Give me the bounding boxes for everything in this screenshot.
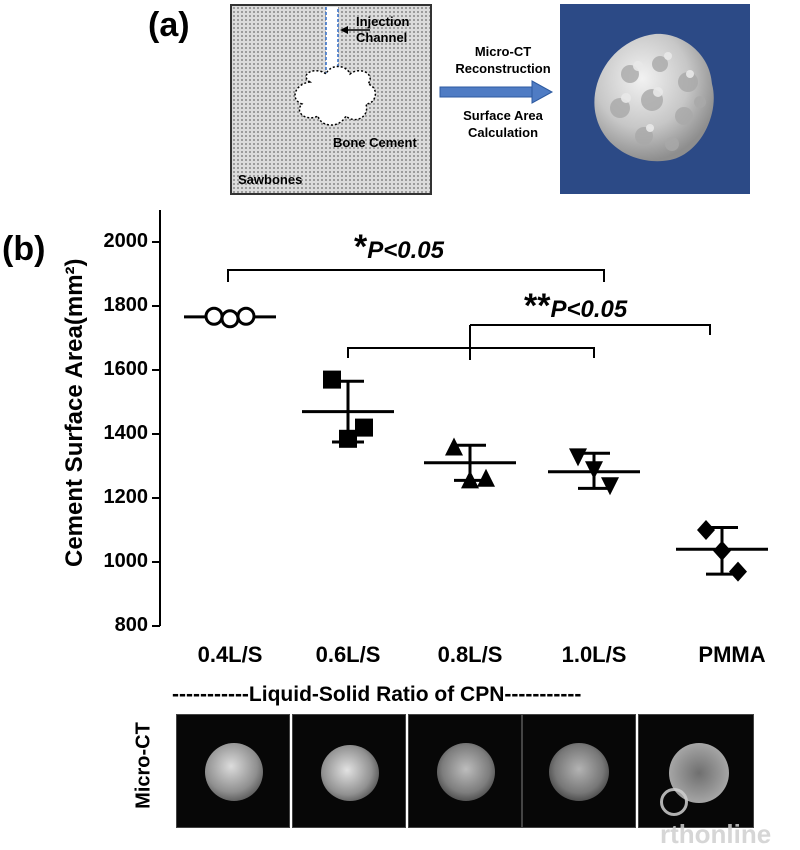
bone-cement-label: Bone Cement [333, 135, 417, 150]
injection-label-1: Injection [356, 14, 410, 29]
data-point [339, 429, 357, 448]
sig-1-p: P<0.05 [367, 237, 444, 264]
sig-annotation-2: **P<0.05 [524, 287, 627, 326]
data-point [236, 306, 256, 326]
panel-b-label: (b) [2, 230, 46, 268]
x-axis-title: -----------Liquid-Solid Ratio of CPN----… [172, 683, 582, 706]
micro-ct-slice-1 [176, 714, 290, 828]
sig-annotation-1: *P<0.05 [354, 228, 444, 267]
data-point [355, 418, 373, 437]
sig-2-p: P<0.05 [550, 296, 628, 323]
step-2-line-1: Surface Area [463, 108, 543, 123]
watermark-logo-icon [660, 788, 688, 816]
sig-bracket-1 [227, 269, 605, 282]
sig-bracket-2b [470, 324, 711, 335]
y-tick-label: 1600 [103, 358, 149, 380]
sawbones-label: Sawbones [238, 172, 303, 187]
x-category-label: 0.6L/S [315, 642, 381, 667]
watermark: rthonline [660, 788, 800, 850]
data-point [477, 468, 495, 487]
x-category-label: 0.8L/S [437, 642, 503, 667]
data-point [697, 520, 715, 540]
process-arrow [439, 80, 554, 104]
y-tick-label: 1200 [103, 486, 149, 508]
x-category-label: PMMA [698, 642, 766, 667]
y-tick-label: 2000 [103, 230, 149, 252]
data-point [713, 540, 731, 561]
x-category-label: 1.0L/S [561, 642, 627, 667]
micro-ct-slice-5 [638, 714, 754, 828]
y-tick-label: 800 [114, 614, 148, 636]
y-tick-label: 1800 [103, 294, 149, 316]
micro-ct-label: Micro-CT [132, 722, 155, 809]
data-point [204, 306, 224, 326]
step-1-line-1: Micro-CT [474, 44, 532, 59]
micro-ct-slice-4 [522, 714, 636, 828]
data-point [585, 461, 603, 480]
x-category-label: 0.4L/S [197, 642, 263, 667]
y-tick-label: 1000 [103, 550, 149, 572]
data-point [461, 470, 479, 489]
micro-ct-slice-3 [408, 714, 522, 828]
data-point [323, 370, 341, 389]
cement-3d-render [594, 33, 714, 162]
data-point [601, 477, 619, 496]
step-1-line-2: Reconstruction [455, 61, 551, 76]
injection-label-2: Channel [356, 30, 408, 45]
data-point [569, 448, 587, 467]
panel-a-label: (a) [148, 6, 190, 44]
scatter-chart [152, 210, 768, 627]
data-point [445, 437, 463, 456]
sig-1-star: * [354, 228, 368, 266]
micro-ct-slice-2 [292, 714, 406, 828]
data-point [220, 309, 240, 329]
y-tick-label: 1400 [103, 422, 149, 444]
step-2-line-2: Calculation [467, 125, 539, 140]
bone-cement-shape [294, 65, 377, 126]
ct-reconstruction-image [560, 4, 750, 194]
data-point [729, 561, 747, 582]
sawbones-overlay [294, 7, 377, 126]
sig-2-star: ** [524, 287, 551, 325]
